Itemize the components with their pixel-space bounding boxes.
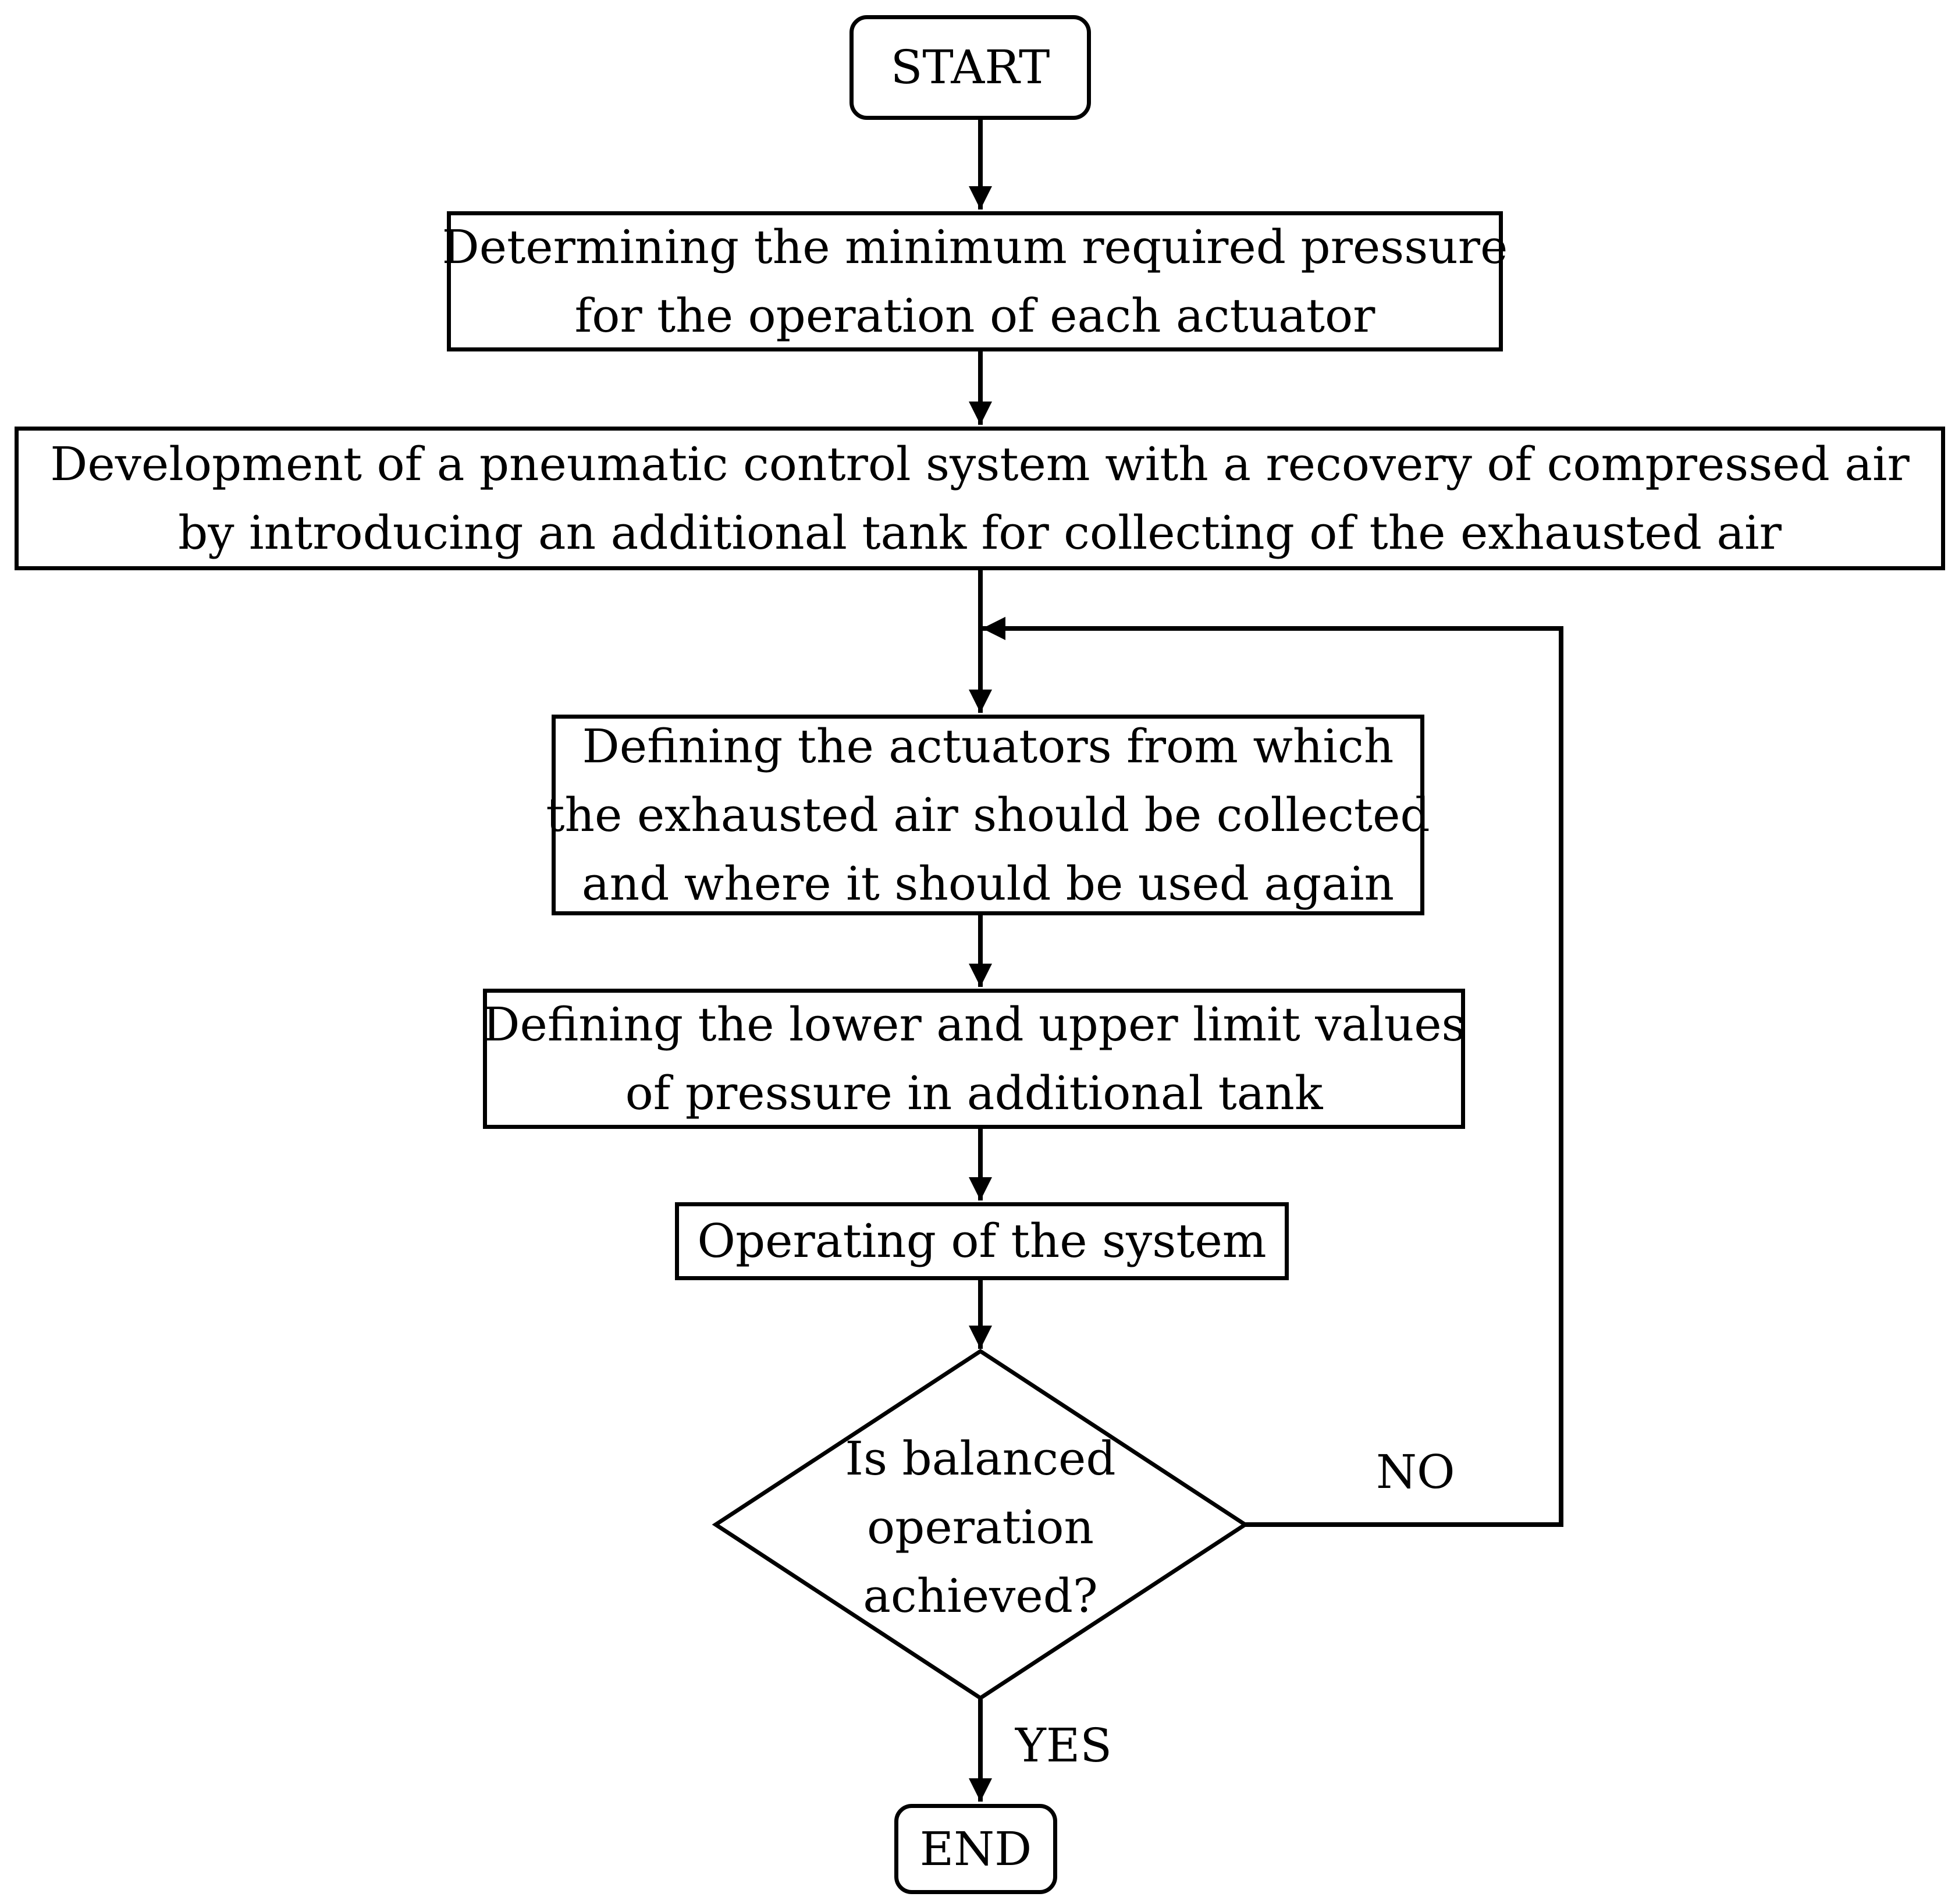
process-text-line: Determining the minimum required pressur… — [442, 219, 1508, 274]
decision-text-line: achieved? — [863, 1569, 1098, 1623]
process-box-control-system: Development of a pneumatic control syste… — [15, 427, 1945, 570]
process-box-minimum-pressure: Determining the minimum required pressur… — [442, 211, 1508, 351]
loop-back-no-path — [982, 617, 1563, 1527]
process-text-line: Defining the actuators from which — [582, 719, 1394, 773]
decision-text-line: operation — [866, 1500, 1094, 1554]
start-terminal: START — [849, 15, 1091, 120]
process-box-pressure-limits: Defining the lower and upper limit value… — [482, 989, 1466, 1129]
decision-diamond — [712, 1348, 1249, 1701]
process-text-line: Defining the lower and upper limit value… — [482, 997, 1466, 1052]
process-text-line: Operating of the system — [697, 1214, 1267, 1268]
process-text-line: Development of a pneumatic control syste… — [50, 436, 1910, 491]
decision-text: Is balanced operation achieved? — [791, 1420, 1170, 1635]
end-label: END — [919, 1821, 1032, 1876]
process-text-line: by introducing an additional tank for co… — [178, 505, 1782, 560]
process-text-line: of pressure in additional tank — [625, 1065, 1323, 1120]
process-text-line: for the operation of each actuator — [574, 288, 1375, 343]
process-box-operating-system: Operating of the system — [675, 1202, 1289, 1280]
edge-label-no: NO — [1376, 1445, 1455, 1499]
decision-text-line: Is balanced — [845, 1431, 1116, 1486]
process-text-line: and where it should be used again — [581, 856, 1395, 911]
process-box-defining-actuators: Defining the actuators from which the ex… — [546, 715, 1430, 915]
end-terminal: END — [894, 1804, 1057, 1894]
start-label: START — [890, 40, 1050, 94]
edge-label-yes: YES — [1015, 1718, 1112, 1772]
process-text-line: the exhausted air should be collected — [546, 787, 1430, 842]
